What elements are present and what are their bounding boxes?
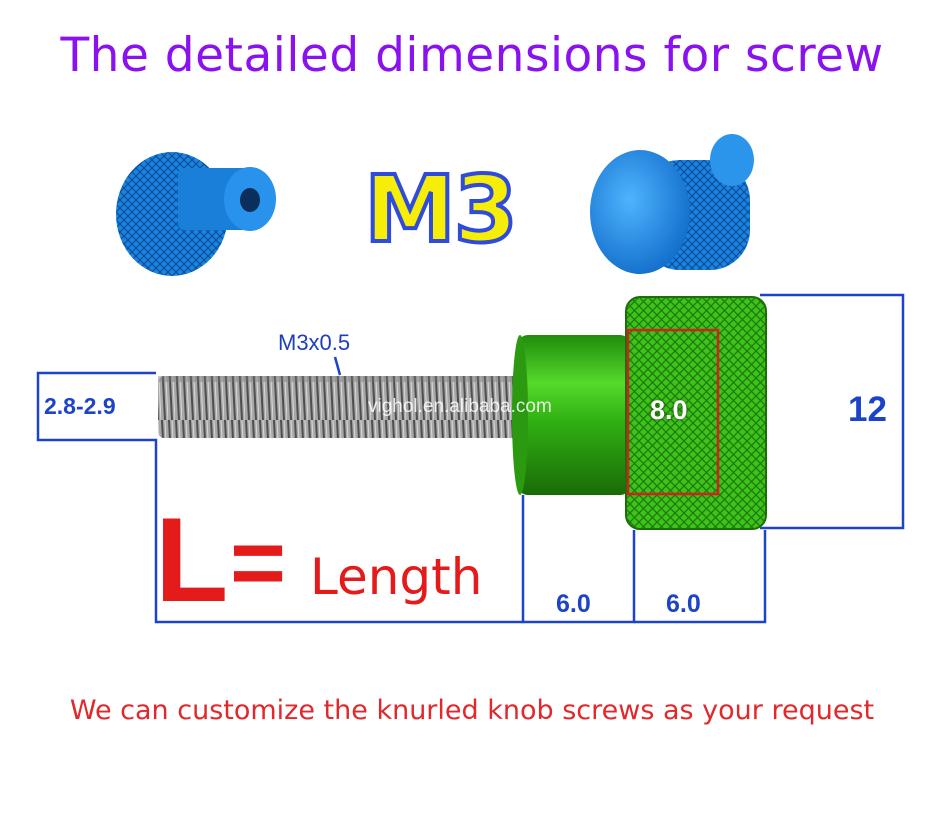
- customize-note: We can customize the knurled knob screws…: [69, 695, 875, 726]
- blue-knob-front-photo: [116, 152, 276, 276]
- inner-diameter-box: [626, 328, 720, 496]
- green-knob-head: [625, 296, 767, 530]
- blue-knob-back-photo: [590, 134, 754, 274]
- length-symbol: L: [155, 493, 229, 627]
- screw-shaft: [158, 376, 520, 438]
- knob-length-label: 6.0: [666, 590, 701, 618]
- dimension-lines: [36, 293, 905, 624]
- inner-diameter-label: 8.0: [650, 395, 688, 425]
- model-label: M3: [362, 156, 520, 263]
- neck-length-label: 6.0: [556, 590, 591, 618]
- head-diameter-label: 12: [848, 390, 887, 429]
- length-word: Length: [310, 548, 483, 606]
- thread-spec-label: M3x0.5: [278, 330, 351, 355]
- length-equals: =: [230, 509, 287, 616]
- page-title: The detailed dimensions for screw: [60, 28, 884, 83]
- watermark-text: vighol.en.alibaba.com: [368, 396, 552, 417]
- green-neck: [512, 335, 630, 495]
- thread-diameter-label: 2.8-2.9: [44, 393, 116, 419]
